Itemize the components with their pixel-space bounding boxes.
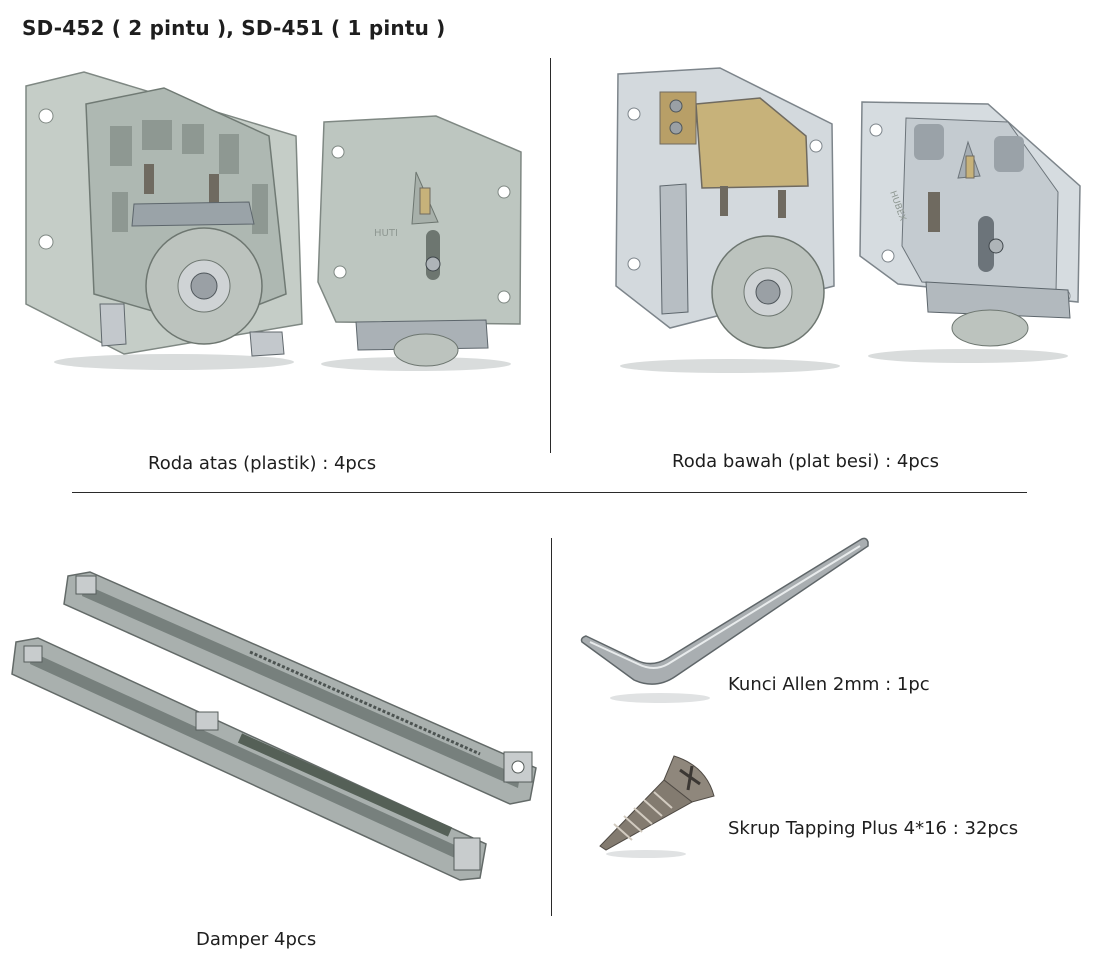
plastic-roller-front-image: [14, 64, 314, 374]
caption-damper: Damper 4pcs: [196, 929, 317, 950]
steel-roller-front-image: [610, 66, 840, 376]
plastic-roller-back-image: HUTI: [316, 112, 526, 374]
caption-roda-atas: Roda atas (plastik) : 4pcs: [148, 453, 377, 474]
divider-vertical-top: [550, 58, 551, 453]
caption-screw: Skrup Tapping Plus 4*16 : 32pcs: [728, 818, 1019, 839]
divider-horizontal: [72, 492, 1027, 493]
divider-vertical-bottom: [551, 538, 552, 916]
plate-emboss-text: HUTI: [374, 228, 398, 239]
caption-roda-bawah: Roda bawah (plat besi) : 4pcs: [672, 451, 940, 472]
caption-allen-key: Kunci Allen 2mm : 1pc: [728, 674, 930, 695]
screw-image: [596, 752, 720, 862]
steel-roller-back-image: HUBEX: [858, 96, 1083, 366]
allen-key-image: [576, 534, 876, 704]
page-title: SD-452 ( 2 pintu ), SD-451 ( 1 pintu ): [22, 16, 446, 40]
damper-image: [10, 568, 540, 898]
